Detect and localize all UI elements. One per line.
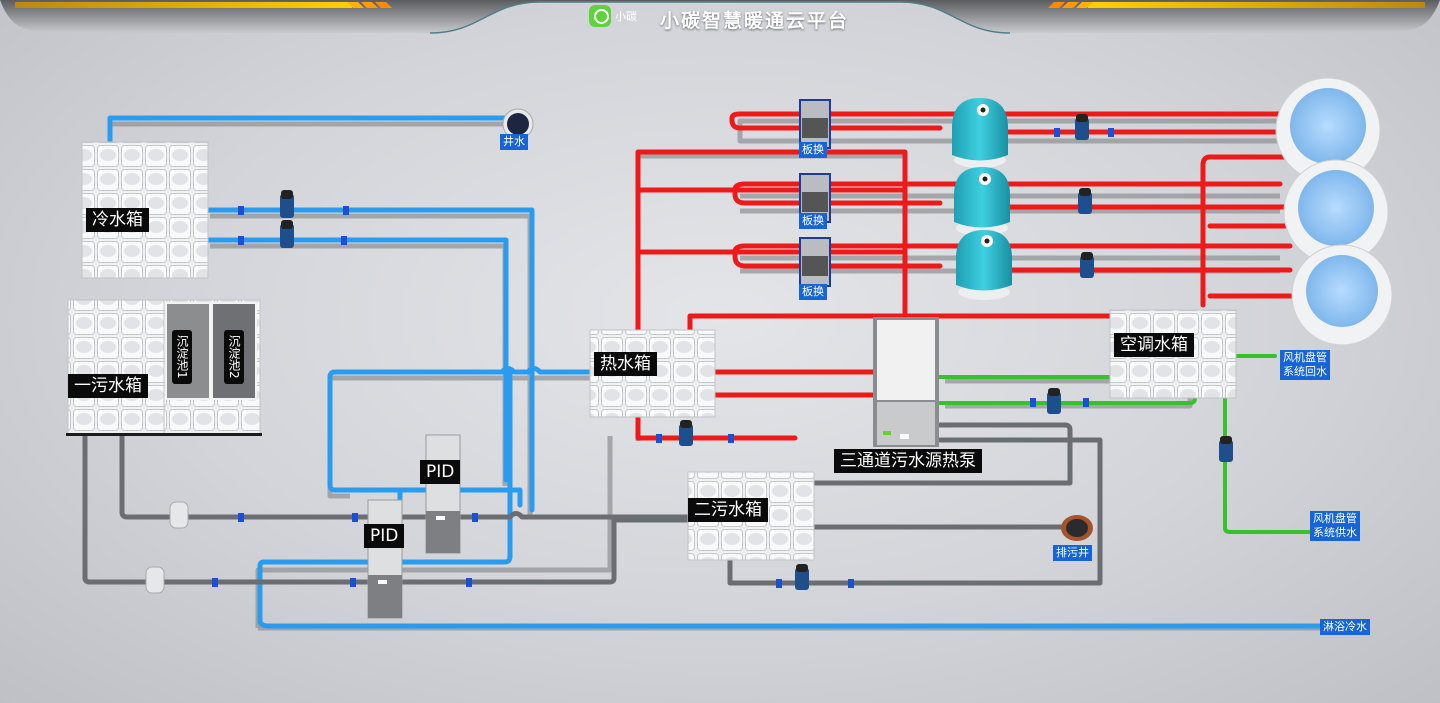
- shower-cold-label: 淋浴冷水: [1320, 619, 1370, 635]
- sand-filter-3[interactable]: [956, 230, 1012, 300]
- page-title: 小碳智慧暖通云平台: [660, 10, 850, 32]
- fan-coil-supply-line2: 系统供水: [1313, 526, 1357, 539]
- pool-3[interactable]: [1291, 244, 1393, 346]
- valve[interactable]: [1108, 128, 1114, 137]
- plate-exchanger-1[interactable]: [799, 99, 831, 149]
- pipe-filters: [145, 501, 189, 594]
- valve[interactable]: [728, 434, 734, 443]
- valve[interactable]: [656, 434, 662, 443]
- logo-text: 小碳: [615, 10, 637, 23]
- cold-tank-label: 冷水箱: [86, 208, 149, 232]
- pid-unit-2[interactable]: [425, 434, 461, 554]
- valve[interactable]: [212, 578, 218, 587]
- sand-filter-2[interactable]: [954, 167, 1010, 236]
- sand-filters: [952, 98, 1012, 300]
- heat-pump-unit[interactable]: [873, 317, 939, 447]
- header-bar: 小碳 小碳智慧暖通云平台: [0, 0, 1440, 38]
- filter-canister[interactable]: [145, 566, 165, 594]
- header-stripe-right: [1088, 2, 1425, 8]
- plate-exchanger-1-label: 板换: [799, 142, 827, 158]
- drain-well-label: 排污井: [1053, 545, 1092, 561]
- valve[interactable]: [466, 578, 472, 587]
- plate-exchanger-3-label: 板换: [799, 284, 827, 300]
- valve[interactable]: [238, 206, 244, 215]
- pump[interactable]: [280, 220, 294, 248]
- hot-tank-label: 热水箱: [594, 352, 657, 376]
- fan-coil-supply-label: 风机盘管 系统供水: [1310, 511, 1360, 541]
- valve[interactable]: [1054, 128, 1060, 137]
- header-stripe-left: [15, 2, 352, 8]
- plate-exchanger-3[interactable]: [799, 237, 831, 287]
- well-water-label: 井水: [500, 134, 528, 150]
- heat-pump-label: 三通道污水源热泵: [834, 449, 982, 473]
- pump[interactable]: [795, 564, 809, 590]
- pools: [1275, 77, 1393, 346]
- valve[interactable]: [343, 206, 349, 215]
- fan-coil-return-line2: 系统回水: [1283, 365, 1327, 378]
- pool-2[interactable]: [1283, 159, 1389, 265]
- settling-tank-2-label: 沉淀池2: [224, 330, 244, 384]
- valve[interactable]: [776, 579, 782, 588]
- sewage-tank-2-label: 二污水箱: [688, 498, 768, 522]
- brand-logo[interactable]: 小碳: [589, 5, 637, 27]
- pid-2-label: PID: [420, 460, 461, 484]
- plate-heat-exchangers: [799, 99, 831, 287]
- pid-unit-1[interactable]: [367, 499, 403, 619]
- plate-exchanger-2-label: 板换: [799, 213, 827, 229]
- fan-coil-return-line1: 风机盘管: [1283, 351, 1327, 364]
- filter-canister[interactable]: [169, 501, 189, 529]
- pump[interactable]: [1080, 252, 1094, 278]
- valve[interactable]: [341, 236, 347, 245]
- ac-tank-label: 空调水箱: [1114, 333, 1194, 357]
- pump[interactable]: [679, 420, 693, 446]
- drain-well[interactable]: [1061, 515, 1093, 541]
- sand-filter-1[interactable]: [952, 98, 1008, 168]
- settling-tank-1-label: 沉淀池1: [172, 330, 192, 384]
- pid-1-label: PID: [364, 524, 405, 548]
- well-water-source[interactable]: [502, 108, 534, 140]
- valves: [212, 128, 1114, 588]
- pumps: [280, 114, 1233, 590]
- pump[interactable]: [280, 190, 294, 218]
- pump[interactable]: [1047, 388, 1061, 414]
- fan-coil-return-label: 风机盘管 系统回水: [1280, 350, 1330, 380]
- valve[interactable]: [238, 513, 244, 522]
- logo-icon: [589, 5, 611, 27]
- fan-coil-supply-line1: 风机盘管: [1313, 512, 1357, 525]
- valve[interactable]: [350, 578, 356, 587]
- valve[interactable]: [352, 513, 358, 522]
- valve[interactable]: [238, 236, 244, 245]
- pump[interactable]: [1219, 436, 1233, 462]
- hot-water-pipes: [635, 111, 1298, 441]
- valve[interactable]: [848, 579, 854, 588]
- valve[interactable]: [472, 513, 478, 522]
- pump[interactable]: [1078, 188, 1092, 214]
- pool-1[interactable]: [1275, 77, 1381, 183]
- pump[interactable]: [1075, 114, 1089, 140]
- sewage-tank-1-label: 一污水箱: [68, 374, 148, 398]
- valve[interactable]: [1083, 398, 1089, 407]
- valve[interactable]: [1030, 398, 1036, 407]
- header-frame: [0, 0, 1440, 34]
